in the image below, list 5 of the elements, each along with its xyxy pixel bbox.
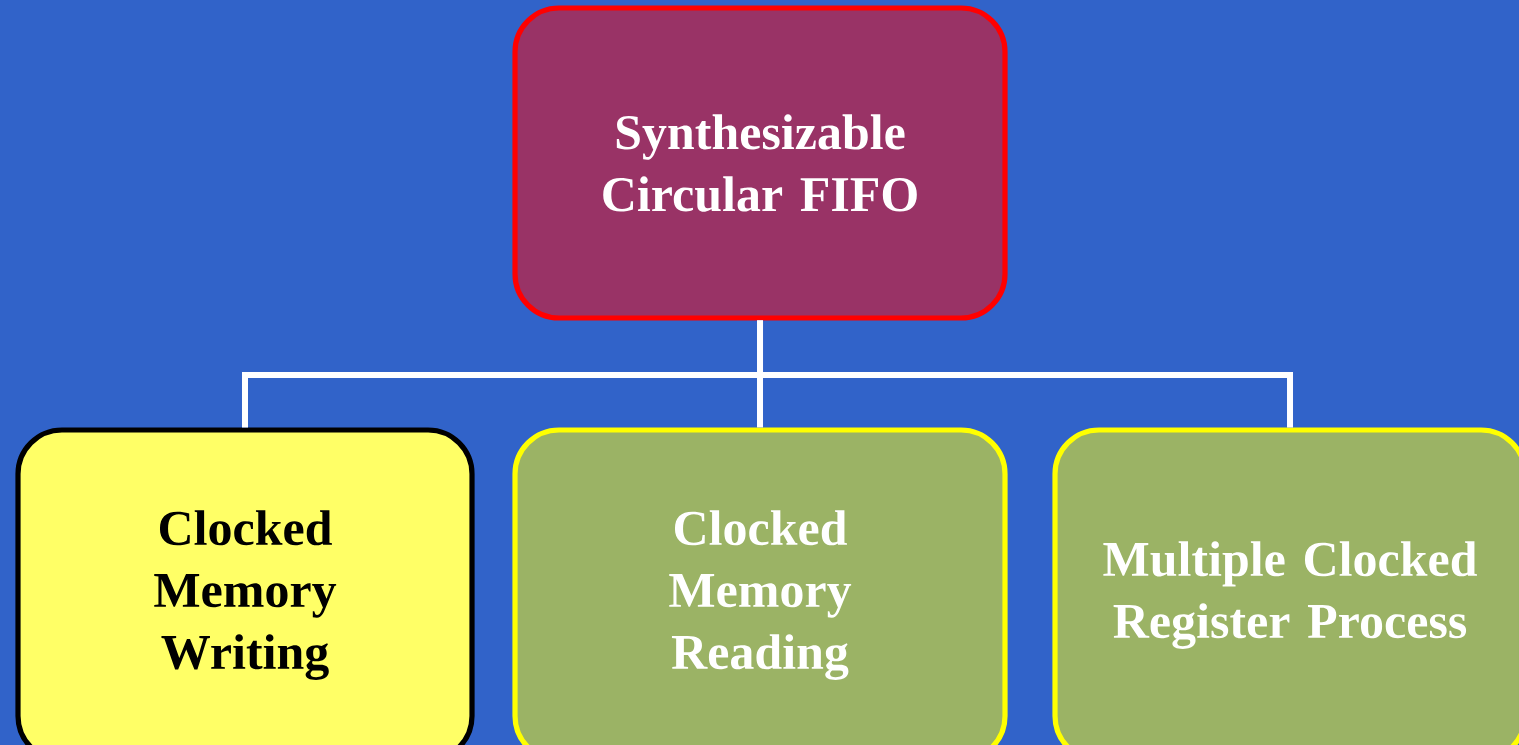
title-box: Synthesizable Circular FIFO [512,5,1008,321]
connector-line [757,320,1293,428]
process-box: Clocked Memory Writing [15,427,475,745]
process-box: Multiple Clocked Register Process [1052,427,1519,745]
process-box: Clocked Memory Reading [512,427,1008,745]
